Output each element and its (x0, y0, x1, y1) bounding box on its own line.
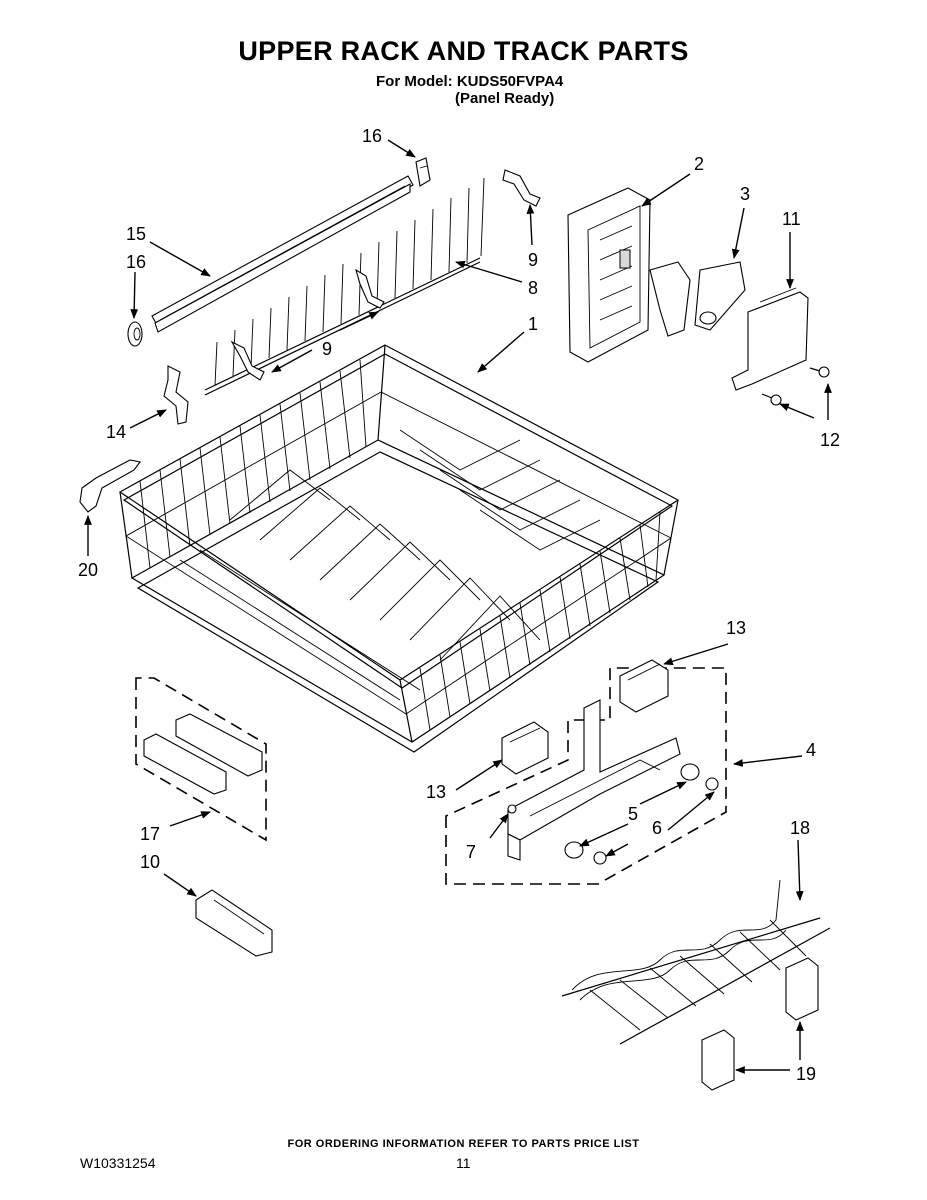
adjuster-part-2 (567, 187, 651, 363)
roller-part-13-left (501, 721, 549, 775)
leader-lines (84, 139, 832, 1074)
arm-part-20 (79, 459, 141, 513)
clips-part-19 (701, 957, 819, 1091)
callout-16-left: 16 (126, 252, 146, 272)
lever-part-3 (649, 261, 746, 337)
callout-14: 14 (106, 422, 126, 442)
clip-part-9-left (230, 340, 265, 381)
end-cap-part-16-top (415, 157, 431, 187)
callout-20: 20 (78, 560, 98, 580)
callout-11: 11 (782, 209, 801, 229)
page-title: UPPER RACK AND TRACK PARTS (238, 36, 689, 66)
roller-part-13-right (619, 659, 669, 713)
callout-2: 2 (694, 154, 704, 174)
wheels-part-5 (564, 763, 700, 859)
callout-13-left: 13 (426, 782, 446, 802)
callout-12: 12 (820, 430, 840, 450)
callout-17: 17 (140, 824, 160, 844)
ordering-note: FOR ORDERING INFORMATION REFER TO PARTS … (287, 1138, 640, 1150)
handle-part-17-group (135, 677, 267, 842)
variant-line: (Panel Ready) (455, 90, 555, 107)
rail-part-15 (151, 175, 414, 333)
callout-4: 4 (806, 740, 816, 760)
track-assembly-part-4 (445, 667, 727, 885)
callout-19: 19 (796, 1064, 816, 1084)
upper-rack-basket-part-1 (118, 344, 680, 753)
callout-9-left: 9 (322, 339, 332, 359)
callout-6: 6 (652, 818, 662, 838)
axles-part-6 (593, 777, 719, 865)
screws-part-12 (761, 366, 830, 406)
callout-9-right: 9 (528, 250, 538, 270)
callout-5: 5 (628, 804, 638, 824)
callout-3: 3 (740, 184, 750, 204)
bracket-part-14 (163, 365, 189, 425)
callout-7: 7 (466, 842, 476, 862)
screw-part-7 (507, 804, 517, 814)
model-line: For Model: KUDS50FVPA4 (376, 73, 564, 90)
clip-part-9-top (502, 169, 541, 207)
bracket-part-10 (195, 889, 273, 957)
wire-rack-part-18 (561, 879, 831, 1045)
document-number: W10331254 (80, 1155, 156, 1171)
page-number: 11 (456, 1155, 471, 1171)
callout-13-right: 13 (726, 618, 746, 638)
callout-labels: 16 15 16 14 20 9 9 8 1 2 3 11 12 13 13 4… (78, 126, 840, 1084)
tine-row-part-8 (204, 177, 485, 396)
callout-10: 10 (140, 852, 160, 872)
callout-1: 1 (528, 314, 538, 334)
callout-8: 8 (528, 278, 538, 298)
stop-part-16-left (127, 321, 143, 347)
callout-15: 15 (126, 224, 146, 244)
callout-18: 18 (790, 818, 810, 838)
clip-part-9-mid (355, 268, 385, 309)
cover-part-11 (731, 287, 809, 391)
callout-16-top: 16 (362, 126, 382, 146)
